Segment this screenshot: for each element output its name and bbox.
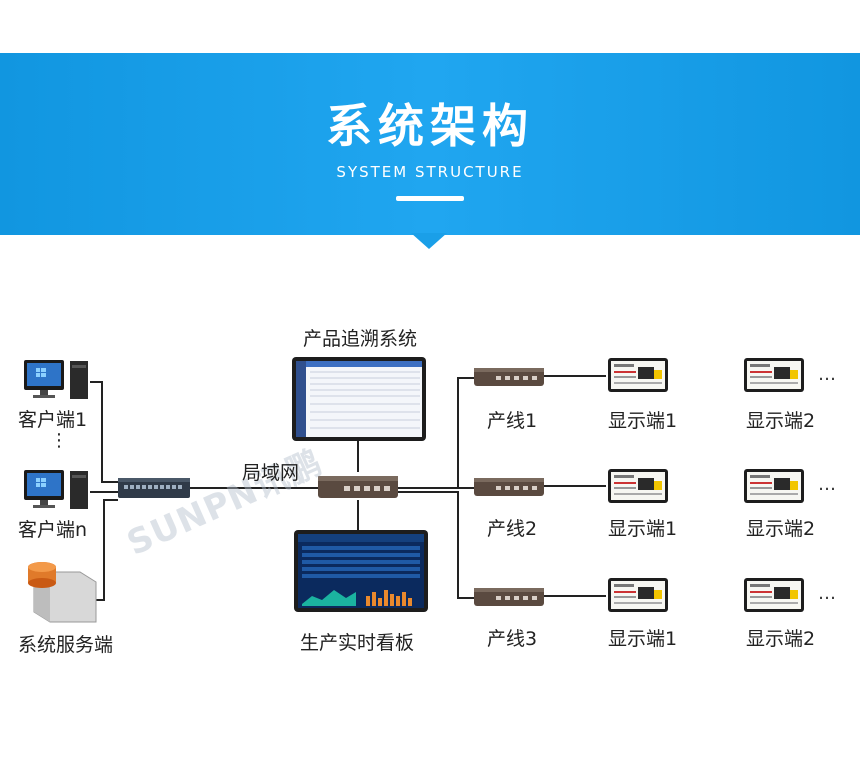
line2-display2-icon: [744, 469, 804, 503]
header-banner: [0, 53, 860, 235]
clientn-label: 客户端n: [18, 519, 88, 541]
line1-display1-label: 显示端1: [608, 410, 678, 432]
line1-label: 产线1: [487, 410, 538, 432]
line1-display2-label: 显示端2: [746, 410, 816, 432]
lan-label: 局域网: [242, 462, 300, 484]
line3-display2-label: 显示端2: [746, 628, 816, 650]
client1-label: 客户端1: [18, 409, 88, 431]
line3-display1-icon: [608, 578, 668, 612]
client1-computer-icon: [24, 360, 88, 399]
server-label: 系统服务端: [18, 634, 114, 656]
trace-system-label: 产品追溯系统: [303, 328, 418, 350]
client-ellipsis: ⋮: [50, 430, 68, 451]
link-server-switch: [96, 499, 118, 601]
banner-notch: [411, 233, 447, 249]
network-switch-icon: [118, 478, 190, 498]
link-client1-switch: [90, 381, 118, 483]
line2-display1-icon: [608, 469, 668, 503]
trace-system-monitor-icon: [292, 357, 426, 441]
connection-lines: [90, 375, 606, 601]
line3-router-icon: [474, 588, 544, 606]
page-subtitle: SYSTEM STRUCTURE: [336, 163, 524, 181]
line3-display2-icon: [744, 578, 804, 612]
line2-more: …: [818, 474, 836, 495]
dashboard-label: 生产实时看板: [300, 632, 415, 654]
line3-label: 产线3: [487, 628, 538, 650]
line3-display1-label: 显示端1: [608, 628, 678, 650]
line1-display1-icon: [608, 358, 668, 392]
link-router-line3: [398, 491, 474, 599]
line2-display2-label: 显示端2: [746, 518, 816, 540]
line2-label: 产线2: [487, 518, 538, 540]
line1-display2-icon: [744, 358, 804, 392]
router-icon: [318, 476, 398, 498]
server-icon: [28, 562, 97, 623]
clientn-computer-icon: [24, 470, 88, 509]
dashboard-monitor-icon: [294, 530, 428, 612]
line1-more: …: [818, 364, 836, 385]
page-title: 系统架构: [326, 99, 534, 153]
title-underline: [396, 196, 464, 201]
line2-display1-label: 显示端1: [608, 518, 678, 540]
line1-router-icon: [474, 368, 544, 386]
line3-more: …: [818, 583, 836, 604]
line2-router-icon: [474, 478, 544, 496]
